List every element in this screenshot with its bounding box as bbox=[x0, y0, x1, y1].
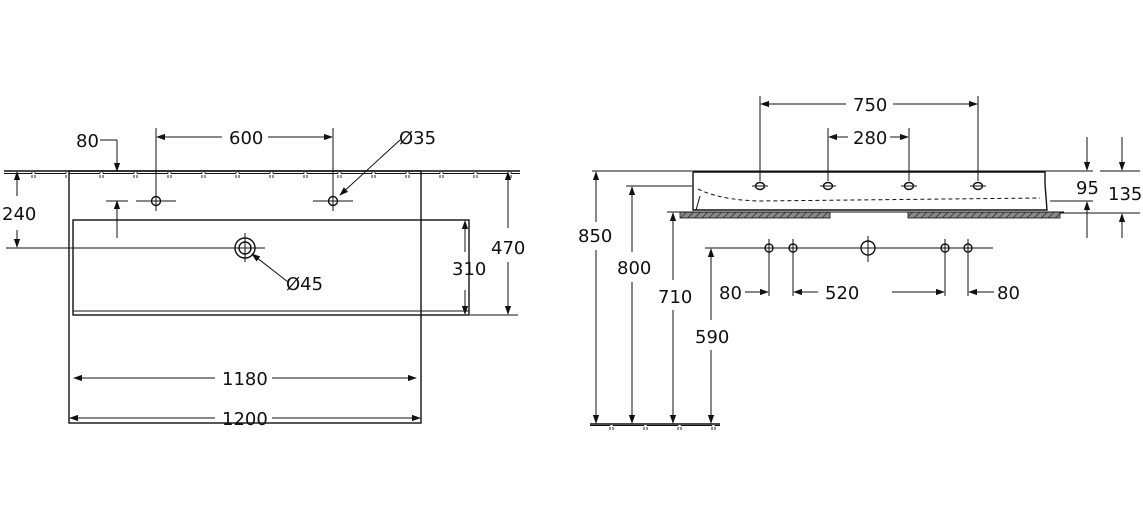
bracket-left bbox=[679, 211, 831, 219]
basin-outline bbox=[68, 170, 422, 424]
top-holes bbox=[752, 181, 986, 191]
dim-right-offset-label: 80 bbox=[997, 283, 1020, 304]
wall-line bbox=[4, 170, 520, 178]
dim-outer-holes-label: 750 bbox=[853, 95, 887, 116]
dim-inner-width-label: 1180 bbox=[222, 369, 268, 390]
dim-inner-holes-label: 280 bbox=[853, 128, 887, 149]
dim-waste-height: 590 bbox=[695, 248, 729, 424]
dim-inner-holes: 280 bbox=[827, 128, 910, 181]
dim-inner-width: 1180 bbox=[73, 369, 417, 390]
bracket-right bbox=[907, 211, 1061, 219]
side-view: 750 280 95 135 bbox=[578, 95, 1142, 430]
floor-line bbox=[590, 423, 720, 430]
dim-drain-diameter-label: Ø45 bbox=[286, 274, 323, 295]
dim-thickness-label: 95 bbox=[1076, 178, 1099, 199]
bowl-outline bbox=[72, 219, 470, 316]
dim-bowl-height: 800 bbox=[617, 185, 692, 424]
dim-total-width-label: 1200 bbox=[222, 409, 268, 430]
dim-top-height-label: 850 bbox=[578, 226, 612, 247]
dim-total-depth: 470 bbox=[470, 171, 525, 316]
dim-bowl-depth: 310 bbox=[452, 220, 486, 315]
dim-rim-height: 135 bbox=[1108, 137, 1142, 238]
dim-left-height-label: 240 bbox=[2, 204, 36, 225]
dim-tap-offset: 80 bbox=[76, 131, 128, 238]
dim-bracket-height-label: 710 bbox=[658, 287, 692, 308]
dim-hole-spacing-label: 600 bbox=[229, 128, 263, 149]
dim-tap-hole-diameter: Ø35 bbox=[339, 128, 436, 196]
dim-bowl-height-label: 800 bbox=[617, 258, 651, 279]
dim-total-depth-label: 470 bbox=[491, 238, 525, 259]
dim-bowl-depth-label: 310 bbox=[452, 259, 486, 280]
dim-thickness: 95 bbox=[1076, 137, 1099, 238]
dim-drain-diameter: Ø45 bbox=[251, 253, 323, 295]
dim-left-offset-label: 80 bbox=[719, 283, 742, 304]
dim-tap-offset-label: 80 bbox=[76, 131, 99, 152]
dim-bracket-height: 710 bbox=[658, 212, 692, 424]
dim-hole-spacing: 600 bbox=[155, 128, 334, 196]
dim-fixing-spacing-label: 520 bbox=[825, 283, 859, 304]
dim-tap-hole-diameter-label: Ø35 bbox=[399, 128, 436, 149]
dim-waste-height-label: 590 bbox=[695, 327, 729, 348]
dim-top-height: 850 bbox=[578, 171, 612, 424]
fixing-points bbox=[705, 236, 993, 296]
dim-total-width: 1200 bbox=[69, 409, 421, 430]
dim-fixing-row: 80 520 80 bbox=[719, 283, 1020, 304]
plan-view: 80 600 Ø35 240 Ø45 bbox=[2, 128, 525, 430]
dim-left-height: 240 bbox=[2, 171, 238, 249]
dim-rim-height-label: 135 bbox=[1108, 184, 1142, 205]
dim-outer-holes: 750 bbox=[759, 95, 979, 181]
basin-front bbox=[692, 171, 1048, 211]
